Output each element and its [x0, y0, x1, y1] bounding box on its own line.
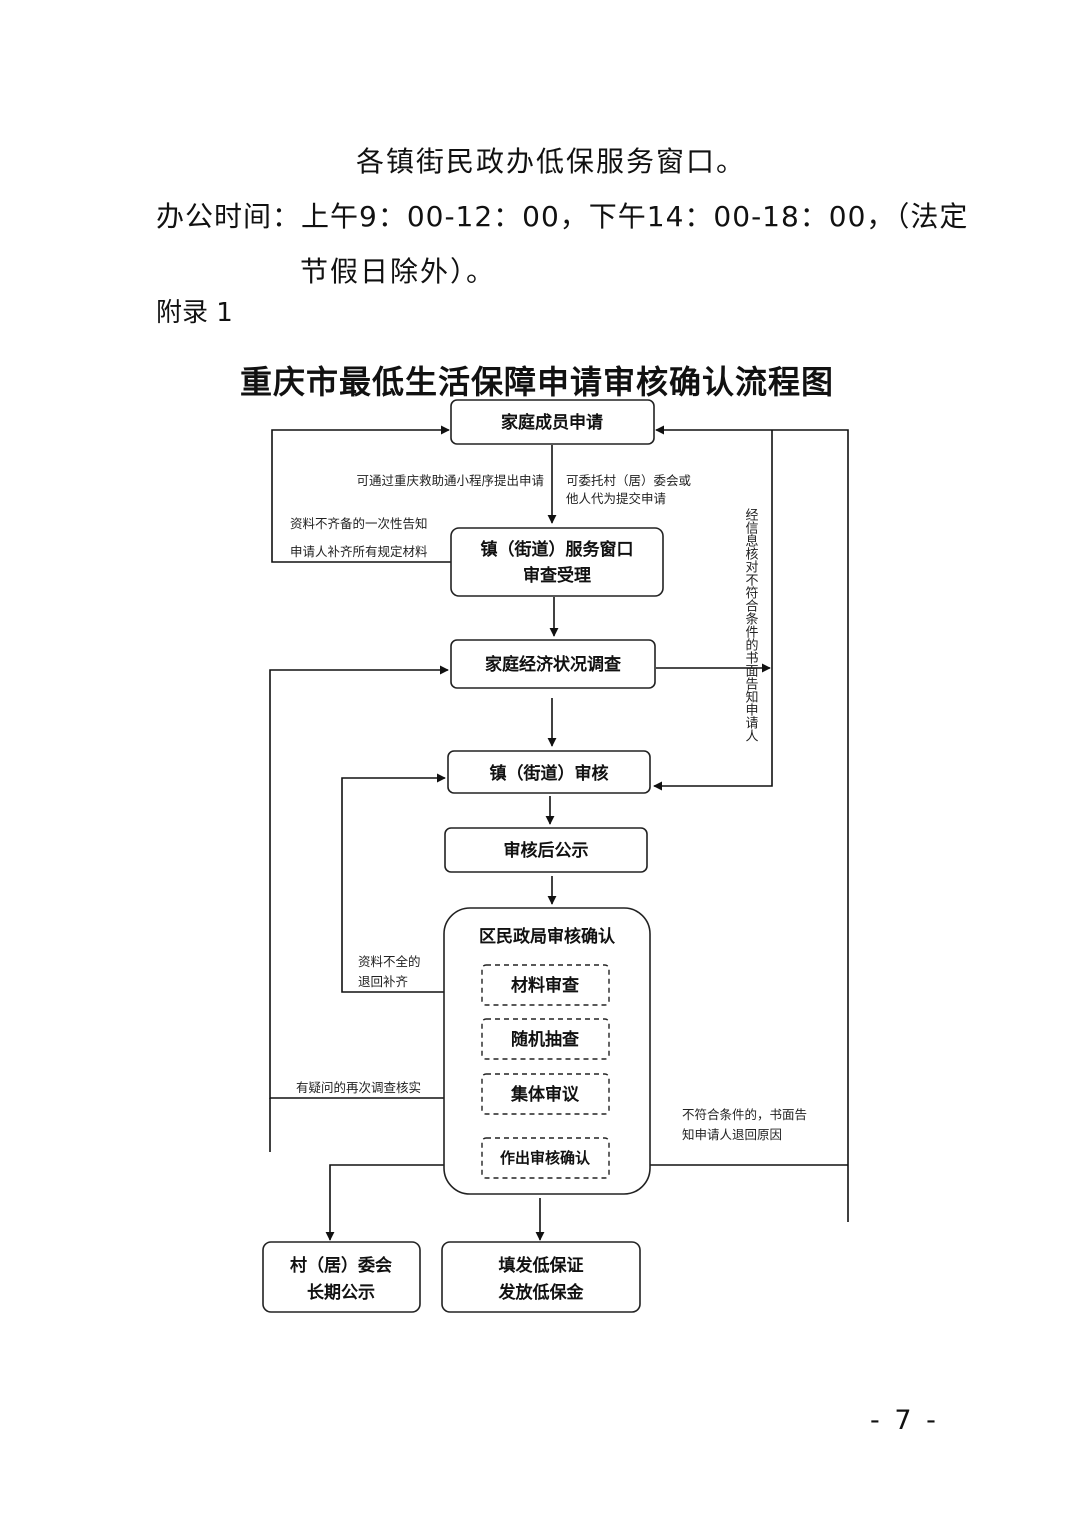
step-decision-label: 作出审核确认	[500, 1149, 591, 1167]
box-apply-label: 家庭成员申请	[501, 412, 603, 433]
flowchart-title: 重庆市最低生活保障申请审核确认流程图	[239, 363, 834, 401]
note-incomplete-1: 资料不齐备的一次性告知	[290, 516, 428, 531]
step-random-check: 随机抽查	[481, 1018, 610, 1060]
box-economic-survey: 家庭经济状况调查	[450, 639, 656, 689]
box-issue-certificate: 填发低保证 发放低保金	[441, 1241, 641, 1313]
arrow-decision-to-village	[325, 1164, 482, 1241]
appendix-heading: 附录 1	[156, 298, 233, 328]
note-info-check: 经信息核对不符合条件的书面告知申请人	[743, 508, 759, 742]
box-issue-certificate-label-1: 填发低保证	[499, 1255, 584, 1276]
note-miniprogram: 可通过重庆救助通小程序提出申请	[356, 473, 544, 488]
box-apply: 家庭成员申请	[450, 399, 655, 445]
box-district-confirmation-title: 区民政局审核确认	[479, 926, 616, 947]
note-doubt-recheck: 有疑问的再次调查核实	[296, 1080, 421, 1095]
arrow-info-check	[653, 430, 773, 791]
note-incomplete-return-1: 资料不全的	[358, 954, 421, 969]
box-village-publicize-label-1: 村（居）委会	[290, 1255, 392, 1276]
box-town-review-label: 镇（街道）审核	[490, 763, 609, 784]
step-collective-review: 集体审议	[481, 1073, 610, 1115]
note-incomplete-2: 申请人补齐所有规定材料	[290, 544, 428, 559]
box-publicize: 审核后公示	[444, 827, 648, 873]
box-publicize-label: 审核后公示	[504, 840, 589, 861]
step-random-check-label: 随机抽查	[511, 1029, 580, 1050]
step-material-check: 材料审查	[481, 964, 610, 1006]
step-collective-review-label: 集体审议	[510, 1084, 580, 1105]
step-decision: 作出审核确认	[481, 1137, 610, 1179]
service-window-line: 各镇街民政办低保服务窗口。	[356, 145, 747, 178]
arrow-incomplete-back-to-apply	[271, 425, 452, 563]
box-town-review: 镇（街道）审核	[447, 750, 651, 794]
office-hours-continuation: 节假日除外）。	[300, 255, 497, 288]
page-number: - 7 -	[870, 1405, 939, 1436]
office-hours-line: 办公时间：上午9：00-12：00，下午14：00-18：00，（法定	[156, 200, 969, 233]
box-service-window-label-2: 审查受理	[523, 565, 591, 586]
note-reject-2: 知申请人退回原因	[682, 1127, 782, 1142]
arrow-reject-to-apply	[610, 425, 849, 1222]
note-entrust-1: 可委托村（居）委会或	[566, 473, 692, 488]
box-issue-certificate-label-2: 发放低保金	[498, 1282, 585, 1303]
note-incomplete-return-2: 退回补齐	[358, 974, 409, 989]
step-material-check-label: 材料审查	[511, 975, 580, 996]
note-entrust-2: 他人代为提交申请	[566, 491, 666, 506]
box-service-window-label-1: 镇（街道）服务窗口	[481, 539, 634, 560]
box-economic-survey-label: 家庭经济状况调查	[485, 654, 622, 675]
flowchart-connectors	[269, 425, 849, 1241]
box-village-publicize-label-2: 长期公示	[307, 1282, 375, 1303]
box-service-window: 镇（街道）服务窗口 审查受理	[450, 527, 664, 597]
arrow-doubt-recheck	[269, 665, 482, 1099]
note-reject-1: 不符合条件的，书面告	[682, 1107, 807, 1122]
box-village-publicize: 村（居）委会 长期公示	[262, 1241, 421, 1313]
arrow-incomplete-return	[341, 773, 482, 993]
